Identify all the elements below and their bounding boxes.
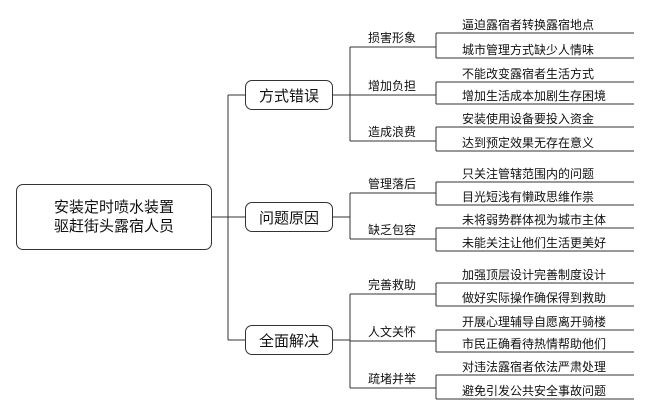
branch-node-method-error: 方式错误 (245, 80, 333, 110)
sub-label-lack-tolerance: 缺乏包容 (368, 223, 417, 237)
leaf-item: 逼迫露宿者转换露宿地点 (462, 18, 595, 32)
leaf-item: 开展心理辅导自愿离开骑楼 (462, 315, 607, 329)
leaf-item: 未能关注让他们生活更美好 (462, 236, 607, 250)
leaf-item: 避免引发公共安全事故问题 (462, 384, 607, 398)
leaf-item: 未将弱势群体视为城市主体 (462, 213, 607, 227)
leaf-item: 达到预定效果无存在意义 (462, 136, 595, 150)
branch-node-problem-cause: 问题原因 (245, 202, 333, 232)
sub-label-block-and-guide: 疏堵并举 (368, 372, 417, 386)
leaf-item: 只关注管辖范围内的问题 (462, 167, 595, 181)
root-node: 安装定时喷水装置 驱赶街头露宿人员 (16, 184, 212, 250)
sub-label-add-burden: 增加负担 (368, 79, 417, 93)
leaf-item: 做好实际操作确保得到救助 (462, 291, 607, 305)
sub-label-damage-image: 损害形象 (368, 31, 417, 45)
root-line-2: 驱赶街头露宿人员 (53, 217, 174, 235)
sub-label-humane-care: 人文关怀 (368, 325, 417, 339)
root-line-1: 安装定时喷水装置 (53, 198, 174, 216)
leaf-item: 市民正确看待热情帮助他们 (462, 337, 607, 351)
leaf-item: 加强顶层设计完善制度设计 (462, 268, 607, 282)
leaf-item: 对违法露宿者依法严肃处理 (462, 360, 607, 374)
sub-label-improve-relief: 完善救助 (368, 278, 417, 292)
leaf-item: 安装使用设备要投入资金 (462, 112, 595, 126)
leaf-item: 不能改变露宿者生活方式 (462, 67, 595, 81)
sub-label-cause-waste: 造成浪费 (368, 125, 417, 139)
sub-label-backward-management: 管理落后 (368, 177, 417, 191)
leaf-item: 增加生活成本加剧生存困境 (462, 89, 607, 103)
leaf-item: 目光短浅有懒政思维作祟 (462, 190, 595, 204)
leaf-item: 城市管理方式缺少人情味 (462, 43, 595, 57)
branch-node-full-solution: 全面解决 (245, 325, 333, 355)
